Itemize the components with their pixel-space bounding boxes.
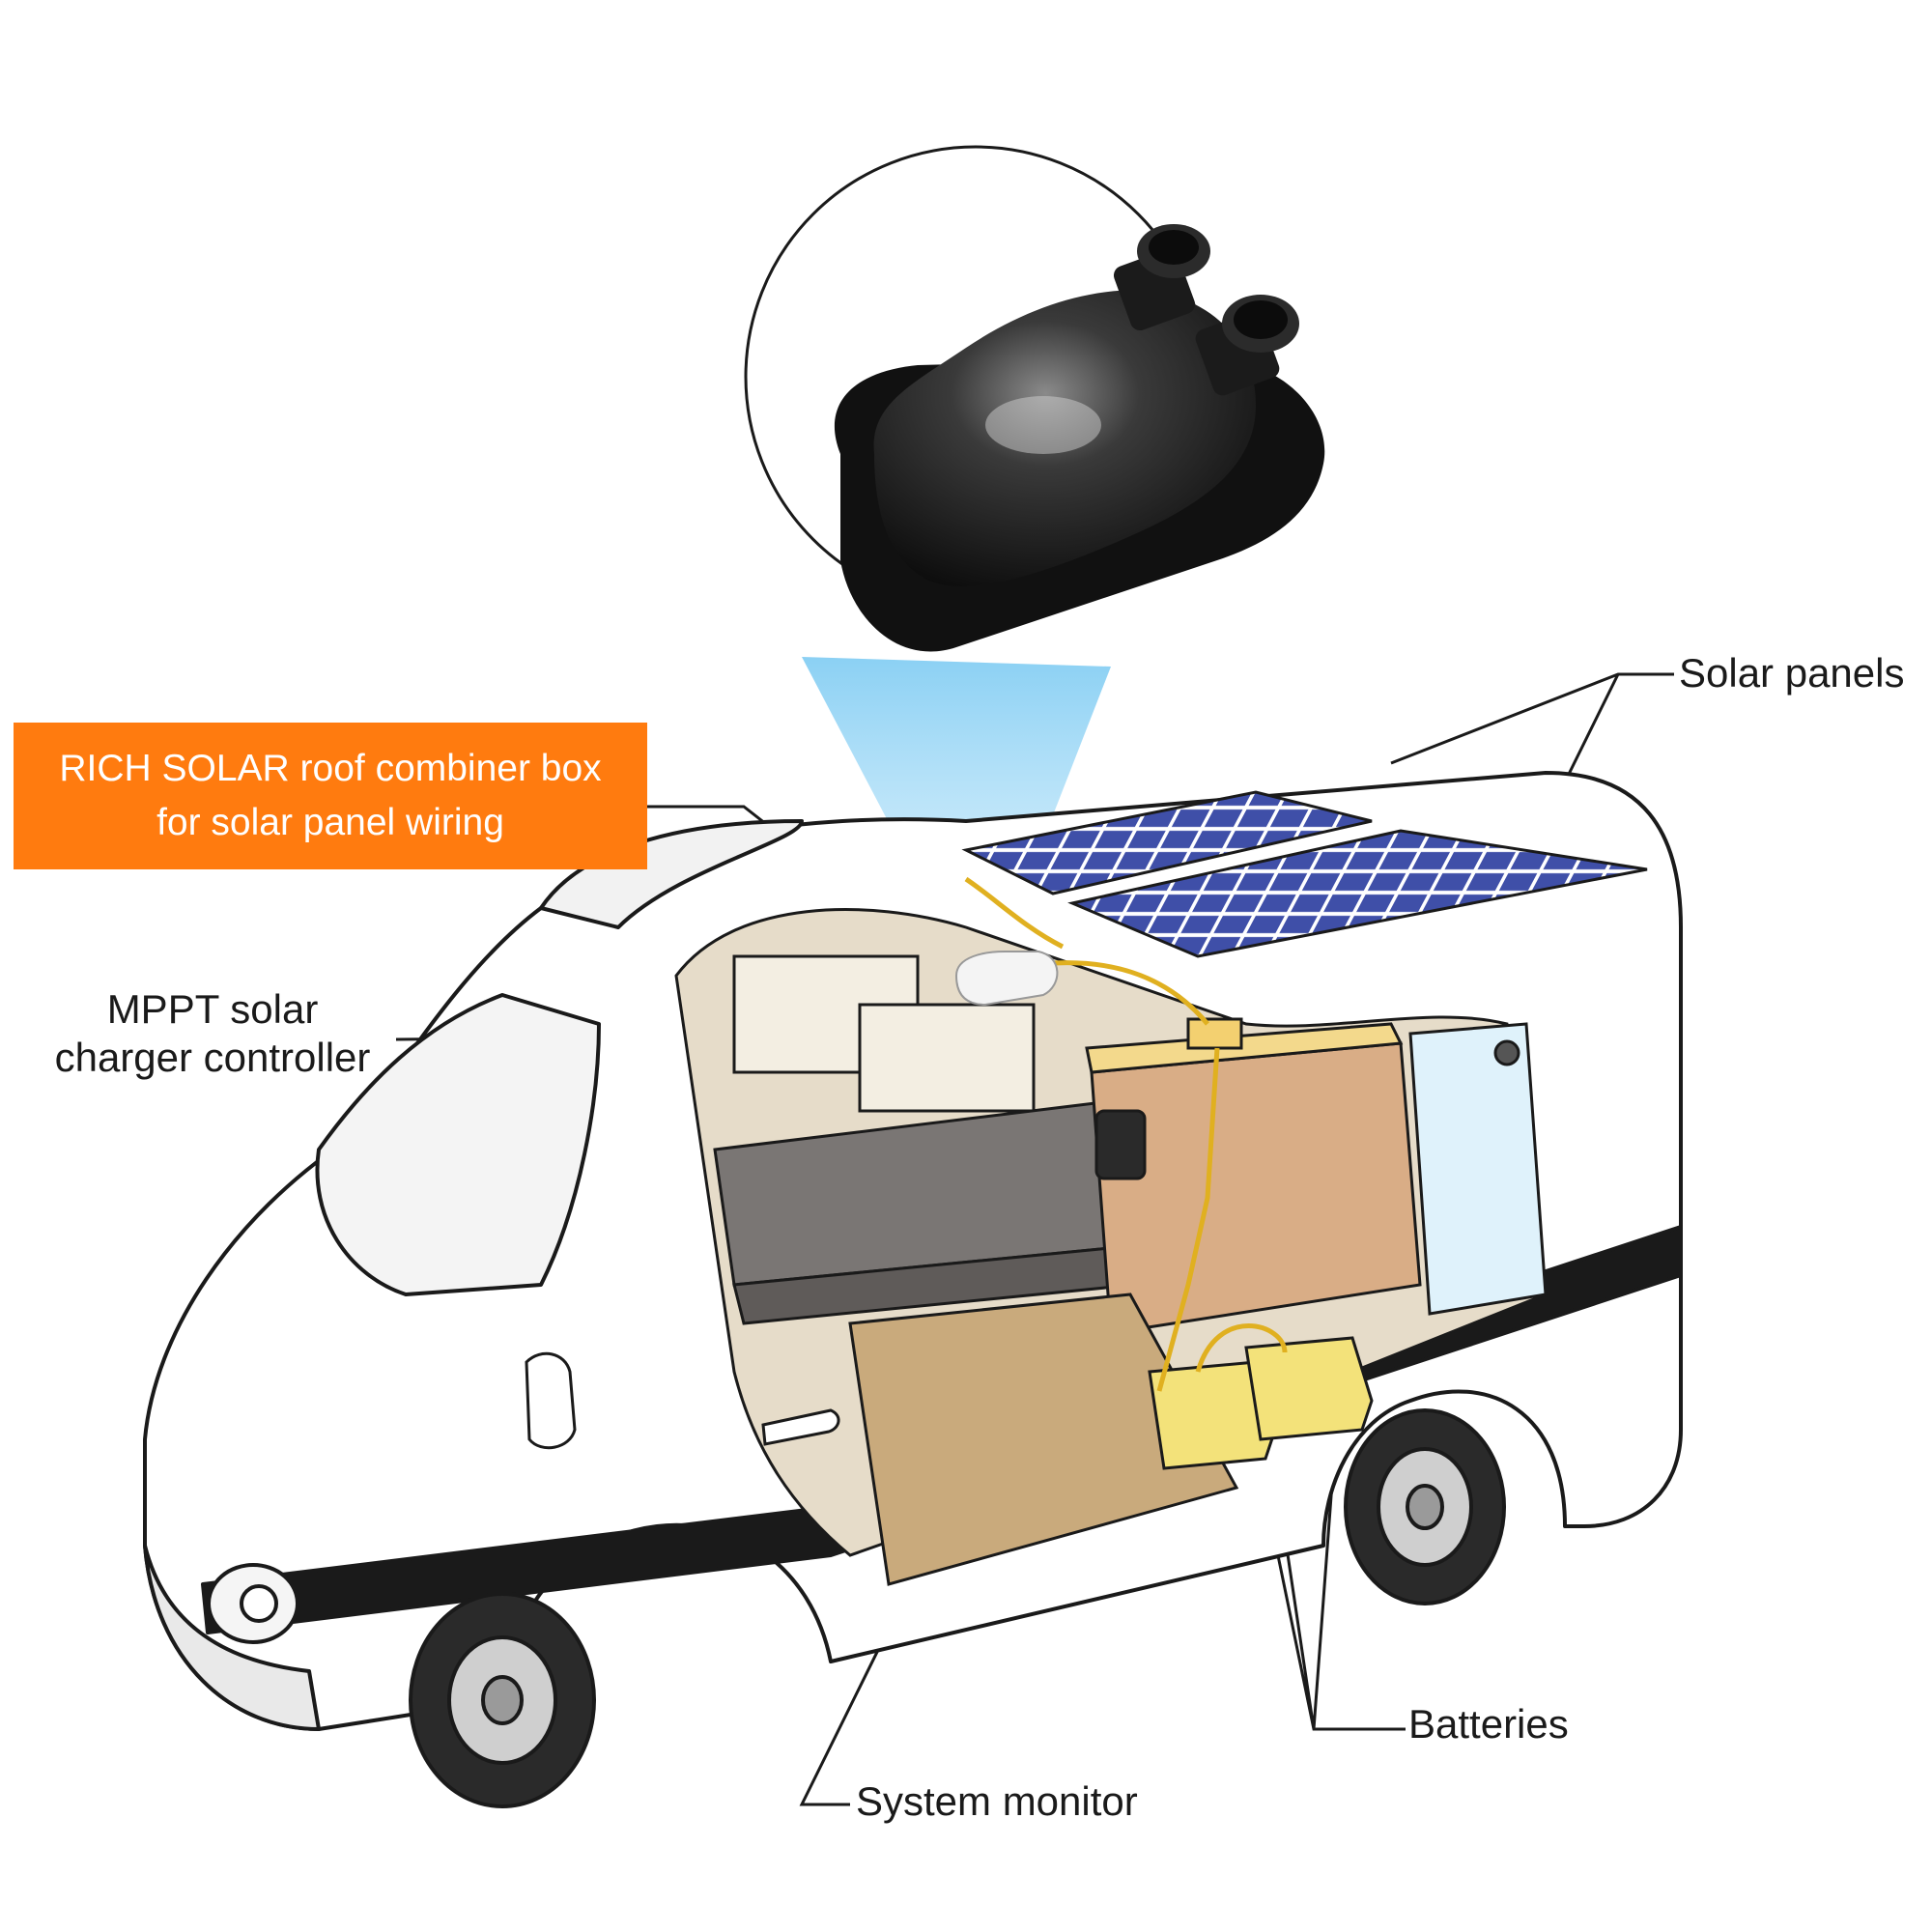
label-solar-panels: Solar panels xyxy=(1679,650,1905,696)
label-batteries: Batteries xyxy=(1408,1701,1569,1747)
solar-panels-icon xyxy=(961,790,1648,958)
callout-line-1: RICH SOLAR roof combiner box xyxy=(59,748,602,789)
label-system-monitor: System monitor xyxy=(856,1778,1138,1824)
callout-line-2: for solar panel wiring xyxy=(156,802,504,843)
spotlight-beam xyxy=(802,657,1111,952)
label-mppt-line-1: MPPT solar xyxy=(106,986,319,1032)
van-interior xyxy=(674,908,1548,1586)
wheels xyxy=(409,1408,1506,1808)
combiner-box-zoom-icon xyxy=(834,224,1325,652)
label-mppt-controller: MPPT solar charger controller xyxy=(19,985,406,1083)
label-mppt-line-2: charger controller xyxy=(54,1035,371,1081)
side-mirror-icon xyxy=(525,1351,577,1450)
combiner-callout-box: RICH SOLAR roof combiner box for solar p… xyxy=(14,723,647,869)
door-handle-icon xyxy=(761,1408,840,1446)
combiner-box-roof-icon xyxy=(954,951,1059,1007)
